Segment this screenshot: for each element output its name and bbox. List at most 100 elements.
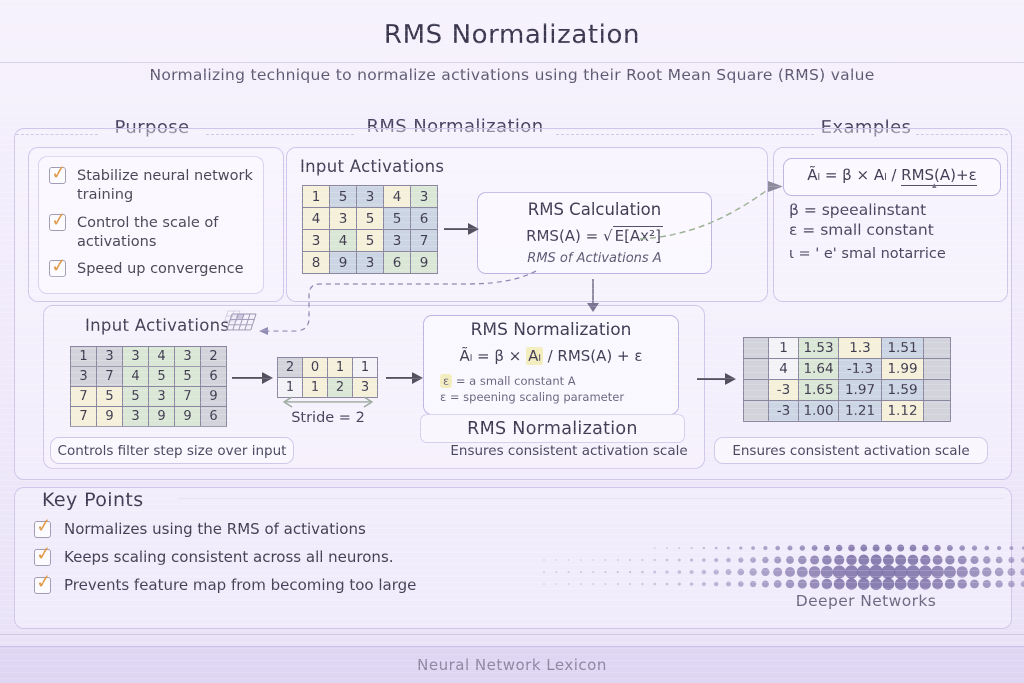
divider: [206, 134, 354, 135]
check-icon: ✓: [34, 569, 54, 594]
grid-cell: 6: [384, 252, 411, 274]
grid-cell: 5: [149, 367, 175, 387]
page-title: RMS Normalization: [383, 20, 641, 50]
filter-grid-icon: [224, 310, 257, 331]
key-point-label: Keeps scaling consistent across all neur…: [64, 548, 394, 566]
purpose-checklist: ✓ Stabilize neural network training ✓ Co…: [38, 156, 264, 294]
deeper-networks-label: Deeper Networks: [795, 592, 937, 610]
grid-cell: 3: [330, 208, 357, 230]
grid-cell: 9: [330, 252, 357, 274]
pointer-icon: ▴: [932, 181, 937, 191]
grid-cell: 5: [330, 186, 357, 208]
grid-cell: 5: [357, 208, 384, 230]
checkbox[interactable]: ✓: [34, 570, 53, 594]
footer-text: Neural Network Lexicon: [417, 656, 607, 674]
grid-cell: 6: [411, 208, 438, 230]
examples-def-iota: ι = ' e' smal notarrice: [789, 246, 946, 262]
grid-cell: 5: [384, 208, 411, 230]
grid-cell: 5: [357, 230, 384, 252]
grid-cell: 1.97: [839, 380, 882, 401]
grid-cell: 7: [411, 230, 438, 252]
grid-cell: 9: [411, 252, 438, 274]
grid-cell: 9: [175, 407, 201, 427]
key-points-heading: Key Points: [42, 489, 144, 511]
examples-def-epsilon: ε = small constant: [789, 221, 934, 239]
grid-cell: 4: [769, 359, 799, 380]
page-subtitle: Normalizing technique to normalize activ…: [149, 66, 875, 84]
grid-cell: 3: [357, 186, 384, 208]
grid-cell: 7: [71, 407, 97, 427]
grid-cell: [744, 359, 769, 380]
check-icon: ✓: [49, 207, 68, 232]
divider: [16, 134, 98, 135]
grid-cell: [924, 401, 951, 422]
grid-cell: -3: [769, 401, 799, 422]
grid-cell: 3: [71, 367, 97, 387]
halftone-dots-decoration: [543, 544, 1024, 590]
examples-formula-box: Ãₗ = β × Aₗ / RMS(A)+ε ▴: [783, 158, 1001, 196]
purpose-item-label: Control the scale of activations: [77, 214, 219, 250]
key-point-item: ✓ Prevents feature map from becoming too…: [34, 570, 417, 594]
rms-normalization-title: RMS Normalization: [470, 320, 632, 340]
grid-cell: 9: [201, 387, 227, 407]
grid-cell: 9: [97, 407, 123, 427]
key-points-panel: [14, 487, 1012, 629]
grid-cell: -3: [769, 380, 799, 401]
grid-cell: 7: [175, 387, 201, 407]
grid-cell: [924, 380, 951, 401]
key-point-item: ✓ Keeps scaling consistent across all ne…: [34, 542, 394, 566]
purpose-item: ✓ Stabilize neural network training: [49, 161, 253, 205]
grid-cell: 3: [123, 347, 149, 367]
caption-stride: Controls filter step size over input: [50, 437, 294, 464]
norm-def-2: ε = speening scaling parameter: [440, 390, 625, 404]
rms-calculation-title: RMS Calculation: [527, 200, 662, 219]
grid-cell: 8: [303, 252, 330, 274]
grid-cell: 5: [123, 387, 149, 407]
grid-cell: 1: [303, 378, 328, 398]
grid-cell: 1.59: [882, 380, 924, 401]
grid-cell: [744, 338, 769, 359]
grid-cell: 3: [384, 230, 411, 252]
purpose-item-label: Speed up convergence: [77, 261, 244, 278]
grid-cell: 1: [278, 378, 303, 398]
checkbox[interactable]: ✓: [34, 542, 53, 566]
grid-cell: 4: [123, 367, 149, 387]
purpose-item: ✓ Speed up convergence: [49, 255, 253, 279]
key-point-label: Prevents feature map from becoming too l…: [64, 576, 417, 594]
grid-cell: 3: [175, 347, 201, 367]
grid-cell: 1.64: [799, 359, 839, 380]
divider: [0, 634, 1024, 635]
checkbox[interactable]: ✓: [49, 208, 68, 231]
check-icon: ✓: [34, 513, 54, 538]
grid-cell: 1.53: [799, 338, 839, 359]
grid-cell: 4: [149, 347, 175, 367]
grid-cell: 3: [357, 252, 384, 274]
grid-cell: 1.00: [799, 401, 839, 422]
grid-cell: 5: [175, 367, 201, 387]
grid-cell: [924, 359, 951, 380]
checkbox[interactable]: ✓: [49, 255, 68, 278]
rms-formula: RMS(A) = √E[Ax²]: [526, 226, 663, 245]
divider: [0, 62, 1024, 63]
grid-cell: -1.3: [839, 359, 882, 380]
input-activations-label: Input Activations: [300, 157, 445, 176]
grid-cell: 7: [97, 367, 123, 387]
grid-cell: [744, 401, 769, 422]
grid-cell: 7: [71, 387, 97, 407]
purpose-item-label: Stabilize neural network training: [77, 168, 253, 203]
grid-cell: 1.51: [882, 338, 924, 359]
check-icon: ✓: [49, 161, 68, 185]
checkbox[interactable]: ✓: [34, 514, 53, 538]
grid-cell: 4: [303, 208, 330, 230]
divider: [178, 498, 1004, 499]
grid-cell: 6: [201, 367, 227, 387]
grid-cell: 1.21: [839, 401, 882, 422]
grid-cell: 1: [769, 338, 799, 359]
grid-cell: 1.65: [799, 380, 839, 401]
section-header-purpose: Purpose: [114, 117, 190, 138]
checkbox[interactable]: ✓: [49, 161, 68, 185]
grid-cell: 3: [149, 387, 175, 407]
section-header-examples: Examples: [820, 117, 912, 138]
key-point-label: Normalizes using the RMS of activations: [64, 520, 366, 538]
